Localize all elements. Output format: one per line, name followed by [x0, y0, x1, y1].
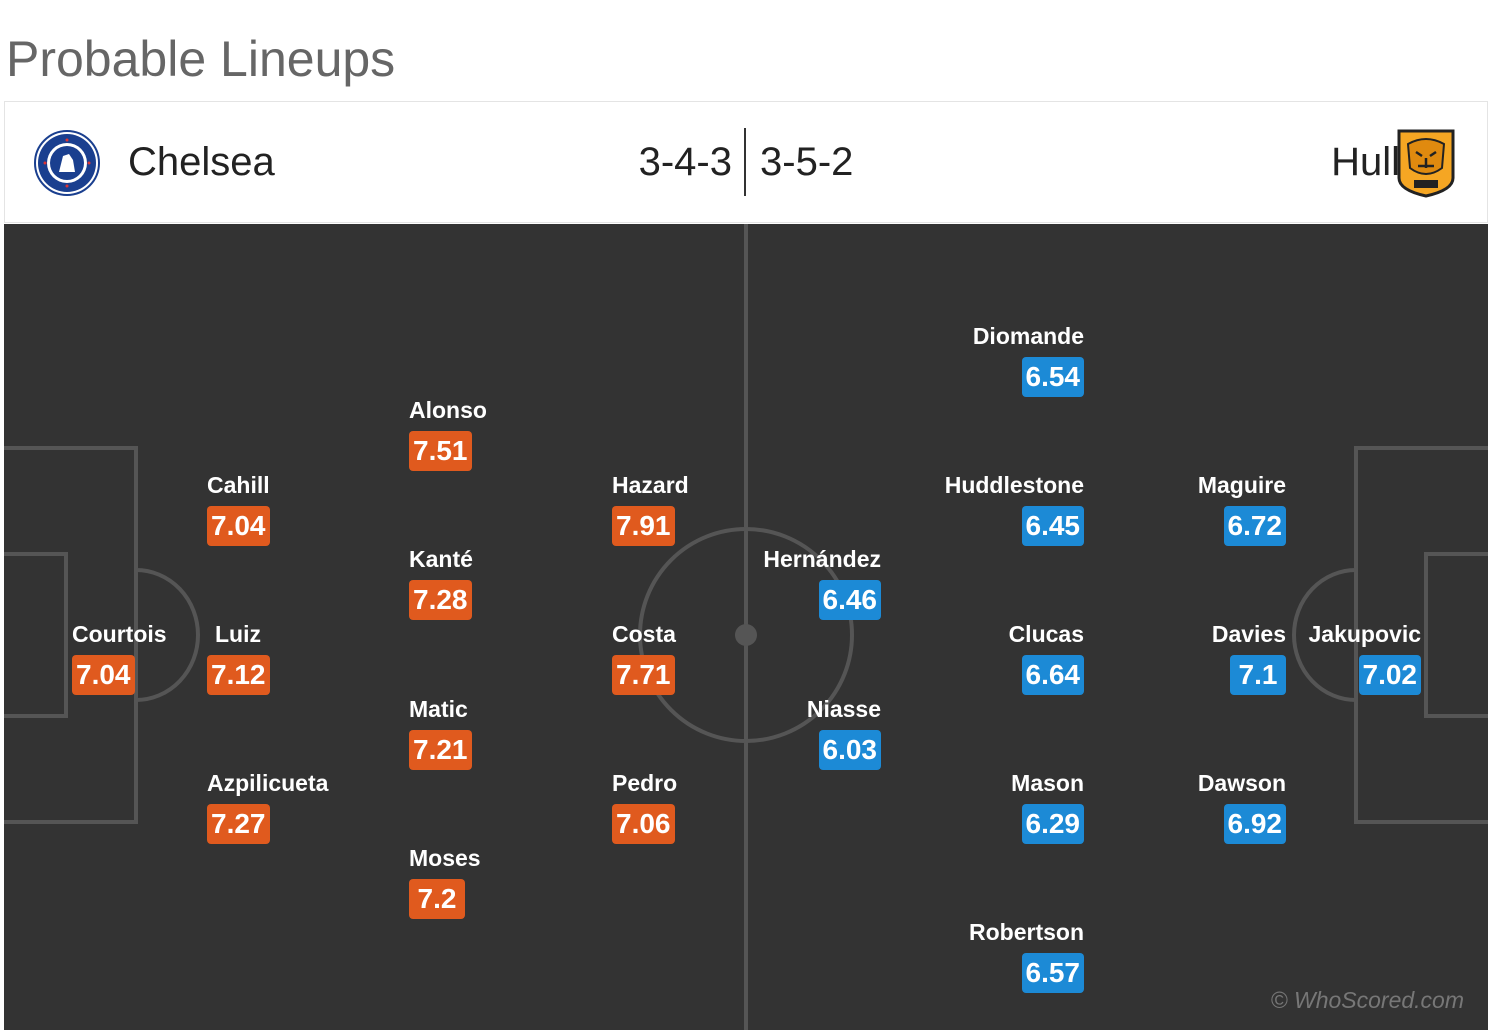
player-name: Luiz — [215, 621, 261, 647]
player-name: Hazard — [612, 472, 689, 498]
player-rating-badge: 6.64 — [1021, 655, 1084, 695]
player-name: Kanté — [409, 546, 473, 572]
player-jakupovic[interactable]: Jakupovic 7.02 — [1251, 621, 1421, 695]
player-cahill[interactable]: Cahill 7.04 — [207, 472, 377, 546]
player-name: Davies — [1211, 621, 1286, 647]
player-rating-badge: 7.91 — [612, 506, 675, 546]
player-name: Mason — [1011, 770, 1084, 796]
player-rating-badge: 6.72 — [1223, 506, 1286, 546]
player-rating-badge: 7.04 — [207, 506, 270, 546]
player-rating-badge: 7.12 — [207, 655, 270, 695]
player-huddlestone[interactable]: Huddlestone 6.45 — [914, 472, 1084, 546]
player-davies[interactable]: Davies 7.1 — [1116, 621, 1286, 695]
formation-divider — [744, 128, 746, 196]
player-name: Matic — [409, 696, 468, 722]
player-pedro[interactable]: Pedro 7.06 — [612, 770, 782, 844]
player-rating-badge: 6.29 — [1021, 804, 1084, 844]
player-maguire[interactable]: Maguire 6.72 — [1116, 472, 1286, 546]
player-clucas[interactable]: Clucas 6.64 — [914, 621, 1084, 695]
player-courtois[interactable]: Courtois 7.04 — [72, 621, 242, 695]
player-rating-badge: 7.1 — [1230, 655, 1286, 695]
player-name: Robertson — [969, 919, 1084, 945]
hull-crest-icon — [1397, 129, 1455, 198]
player-robertson[interactable]: Robertson 6.57 — [914, 919, 1084, 993]
player-name: Pedro — [612, 770, 678, 796]
player-dawson[interactable]: Dawson 6.92 — [1116, 770, 1286, 844]
player-name: Hernández — [763, 546, 881, 572]
player-alonso[interactable]: Alonso 7.51 — [409, 397, 579, 471]
player-name: Moses — [409, 845, 481, 871]
player-rating-badge: 7.51 — [409, 431, 472, 471]
player-name: Jakupovic — [1308, 621, 1422, 647]
pitch — [4, 224, 1488, 1030]
player-rating-badge: 6.92 — [1223, 804, 1286, 844]
player-name: Diomande — [972, 323, 1084, 349]
player-rating-badge: 6.45 — [1021, 506, 1084, 546]
player-rating-badge: 7.27 — [207, 804, 270, 844]
player-costa[interactable]: Costa 7.71 — [612, 621, 782, 695]
player-name: Niasse — [806, 696, 881, 722]
player-rating-badge: 7.02 — [1358, 655, 1421, 695]
player-mason[interactable]: Mason 6.29 — [914, 770, 1084, 844]
away-formation: 3-5-2 — [760, 140, 854, 184]
player-rating-badge: 6.54 — [1021, 357, 1084, 397]
away-team-name: Hull — [1331, 140, 1400, 184]
player-name: Alonso — [409, 397, 487, 423]
pitch-lines — [4, 224, 1488, 1030]
player-name: Costa — [612, 621, 676, 647]
player-hazard[interactable]: Hazard 7.91 — [612, 472, 782, 546]
watermark: © WhoScored.com — [1270, 987, 1464, 1013]
player-rating-badge: 7.28 — [409, 580, 472, 620]
player-moses[interactable]: Moses 7.2 — [409, 845, 579, 919]
player-rating-badge: 7.06 — [612, 804, 675, 844]
player-name: Huddlestone — [944, 472, 1084, 498]
home-team-name: Chelsea — [128, 140, 275, 184]
player-name: Clucas — [1008, 621, 1084, 647]
player-rating-badge: 7.2 — [409, 879, 465, 919]
player-rating-badge: 7.04 — [72, 655, 135, 695]
player-diomande[interactable]: Diomande 6.54 — [914, 323, 1084, 397]
player-name: Courtois — [72, 621, 167, 647]
home-formation: 3-4-3 — [638, 140, 732, 184]
player-niasse[interactable]: Niasse 6.03 — [711, 696, 881, 770]
player-rating-badge: 7.21 — [409, 730, 472, 770]
player-luiz[interactable]: Luiz 7.12 — [207, 621, 377, 695]
player-name: Dawson — [1197, 770, 1286, 796]
player-hernandez[interactable]: Hernández 6.46 — [711, 546, 881, 620]
player-name: Maguire — [1197, 472, 1286, 498]
player-azpilicueta[interactable]: Azpilicueta 7.27 — [207, 770, 377, 844]
player-rating-badge: 6.57 — [1021, 953, 1084, 993]
player-rating-badge: 7.71 — [612, 655, 675, 695]
player-rating-badge: 6.03 — [818, 730, 881, 770]
player-name: Azpilicueta — [207, 770, 329, 796]
player-rating-badge: 6.46 — [818, 580, 881, 620]
player-kante[interactable]: Kanté 7.28 — [409, 546, 579, 620]
match-header — [4, 101, 1488, 223]
chelsea-crest-icon — [34, 130, 100, 196]
player-matic[interactable]: Matic 7.21 — [409, 696, 579, 770]
player-name: Cahill — [207, 472, 270, 498]
page-title: Probable Lineups — [6, 31, 396, 87]
